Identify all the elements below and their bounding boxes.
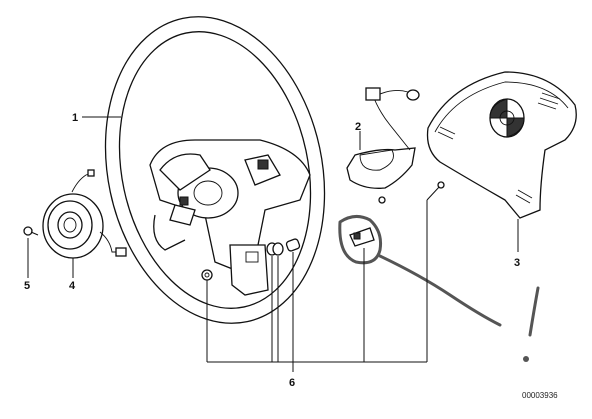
leader-lines — [27, 116, 519, 372]
screw — [23, 226, 39, 236]
handwritten-annotation — [338, 215, 540, 362]
highlighted-clip — [349, 227, 375, 247]
hub-hardware — [201, 238, 301, 281]
callout-5: 5 — [24, 280, 30, 292]
airbag-module — [426, 71, 577, 219]
callout-6: 6 — [289, 377, 295, 389]
callout-1: 1 — [72, 112, 78, 124]
drawing-code: 00003936 — [522, 391, 558, 400]
callout-3: 3 — [514, 257, 520, 269]
cover-with-cable — [346, 87, 445, 204]
steering-wheel — [104, 16, 326, 324]
callout-2: 2 — [355, 121, 361, 133]
callout-4: 4 — [69, 280, 76, 292]
slip-ring — [42, 169, 127, 259]
